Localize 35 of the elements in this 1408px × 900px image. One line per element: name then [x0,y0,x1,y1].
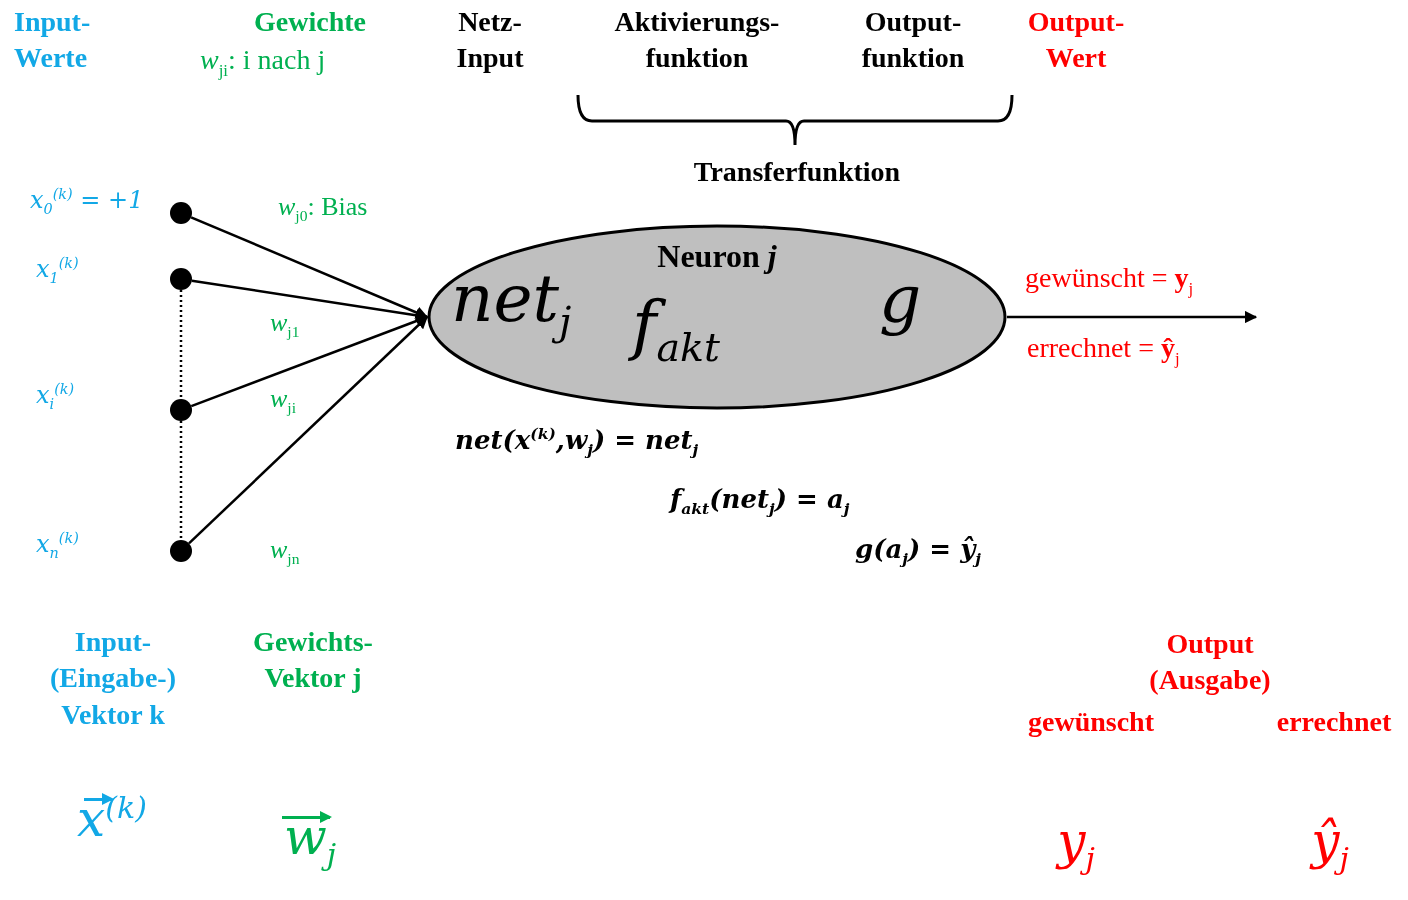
caption: Gewichts- Vektor j [252,625,374,696]
formula: net(x$^{(k)}$,w$_{j}$) = net$_{j}$ [455,424,699,459]
heading: Aktivierungs- funktion [613,5,781,76]
arrow [188,316,428,545]
input-dot [170,268,192,290]
heading: Netz- Input [455,5,525,76]
input-label: x$_{0}$$^{(k)}$ = +1 [30,186,144,217]
input-dot [170,399,192,421]
arrow [191,279,429,322]
input-dot [170,540,192,562]
caption: Output (Ausgabe) [1148,627,1272,698]
input-dot [170,202,192,224]
caption: errechnet [1275,705,1393,739]
connector-line [179,290,183,399]
formula: f$_{akt}$(net$_{j}$) = a$_{j}$ [670,484,850,519]
heading: Gewichte [253,5,367,39]
heading-note: w$_{ji}$: i nach j [200,44,327,81]
output-symbol: y$_{j}$ [1054,812,1096,876]
connector-line [179,421,183,540]
output-label: gewünscht = y$_{j}$ [1025,262,1194,299]
brace-label: Transferfunktion [692,155,902,189]
heading: Input- Werte [14,5,92,76]
heading: Output- Wert [1026,5,1126,76]
heading: Output- funktion [860,5,966,76]
arrow [190,315,429,408]
output-symbol: ŷ$_{j}$ [1308,812,1350,876]
arrow [1007,310,1258,324]
arrow [190,216,429,319]
output-label: errechnet = ŷ$_{j}$ [1027,332,1180,369]
function-symbol: g [879,260,922,337]
function-symbol: net$_{j}$ [451,260,572,345]
formula: g(a$_{j}$) = ŷ$_{j}$ [855,534,981,569]
neuron-ellipse [427,224,1007,410]
caption: Input- (Eingabe-) Vektor k [49,625,177,732]
caption: gewünscht [1027,705,1155,739]
